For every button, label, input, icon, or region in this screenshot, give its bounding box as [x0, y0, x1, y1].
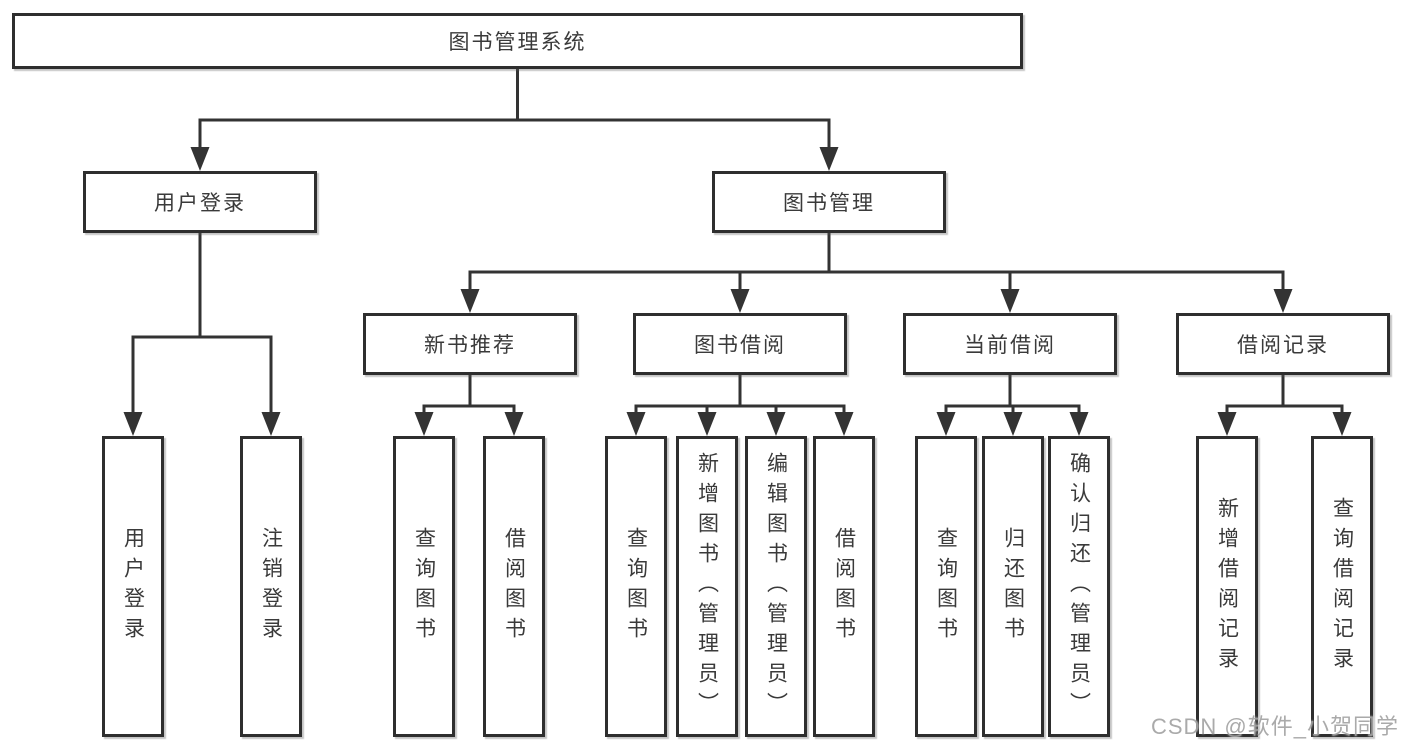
leaf-query-books-2: 查询图书 [605, 436, 667, 737]
leaf-edit-book-admin: 编辑图书（管理员） [745, 436, 807, 737]
leaf-user-login: 用户登录 [102, 436, 164, 737]
node-new-book-recommend: 新书推荐 [363, 313, 577, 375]
leaf-query-books-3: 查询图书 [915, 436, 977, 737]
leaf-confirm-return-admin: 确认归还（管理员） [1048, 436, 1110, 737]
leaf-logout: 注销登录 [240, 436, 302, 737]
watermark: CSDN @软件_小贺同学 [1150, 714, 1399, 739]
leaf-borrow-books-2: 借阅图书 [813, 436, 875, 737]
leaf-query-books-1: 查询图书 [393, 436, 455, 737]
node-book-borrowing: 图书借阅 [633, 313, 847, 375]
leaf-add-book-admin: 新增图书（管理员） [676, 436, 738, 737]
node-book-management: 图书管理 [712, 171, 946, 233]
leaf-return-book: 归还图书 [982, 436, 1044, 737]
node-user-login: 用户登录 [83, 171, 317, 233]
node-borrowing-records: 借阅记录 [1176, 313, 1390, 375]
leaf-borrow-books-1: 借阅图书 [483, 436, 545, 737]
node-current-borrowing: 当前借阅 [903, 313, 1117, 375]
node-system-root: 图书管理系统 [12, 13, 1023, 69]
leaf-query-borrow-record: 查询借阅记录 [1311, 436, 1373, 737]
leaf-add-borrow-record: 新增借阅记录 [1196, 436, 1258, 737]
